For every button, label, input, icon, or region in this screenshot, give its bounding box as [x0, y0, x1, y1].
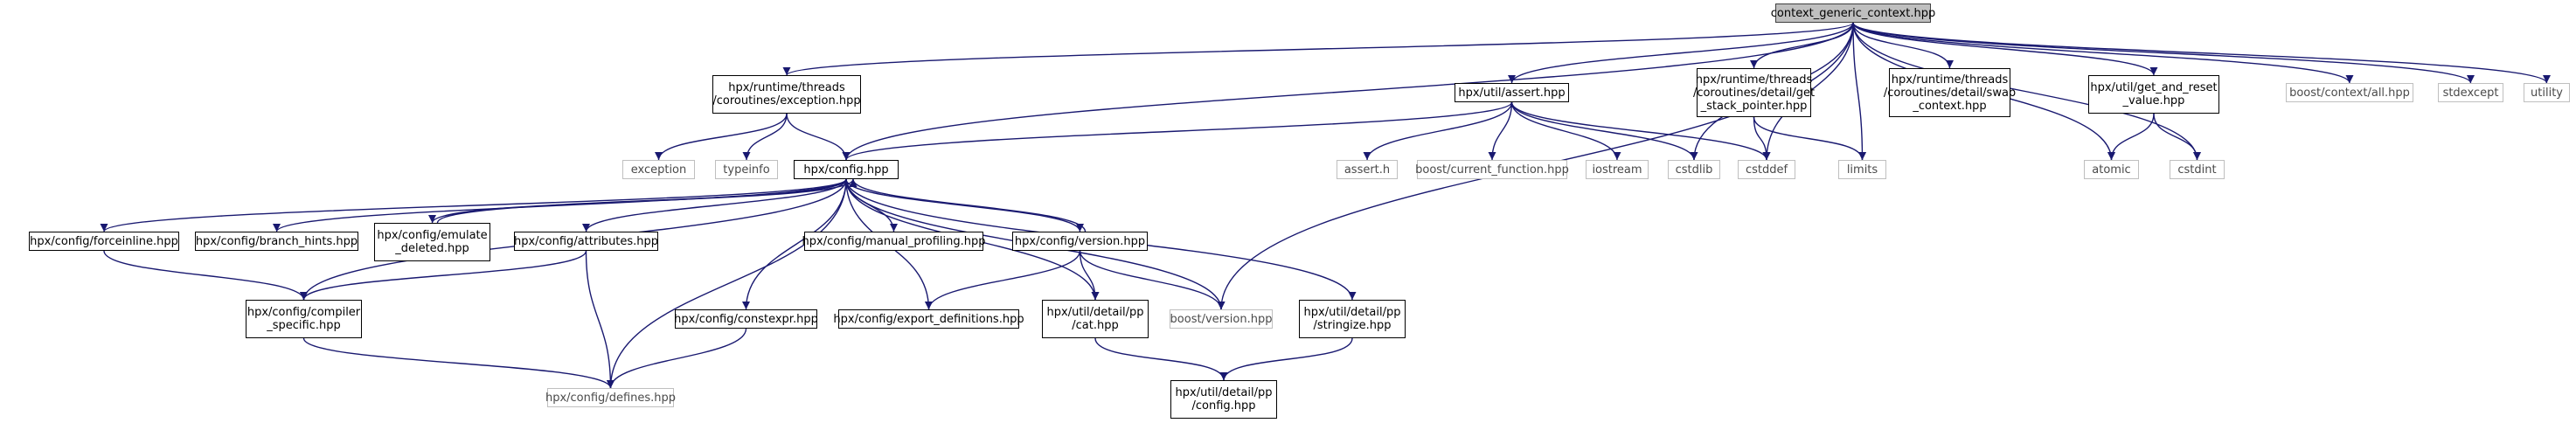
- edge-exc-to-typeinfo: [742, 113, 788, 161]
- edge-attrib-to-defines: [585, 250, 614, 389]
- edge-root-to-gsp: [1750, 22, 1854, 69]
- edge-root-to-bctx: [1852, 22, 2354, 84]
- graph-node-atomic: atomic: [2084, 160, 2139, 179]
- graph-node-hpx-util-detail-pp-cat-hpp[interactable]: hpx/util/detail/pp /cat.hpp: [1042, 300, 1149, 338]
- graph-node-hpx-util-assert-hpp[interactable]: hpx/util/assert.hpp: [1455, 83, 1569, 102]
- graph-node-hpx-runtime-threads-coroutines-detail-get-stack-pointer-hpp[interactable]: hpx/runtime/threads /coroutines/detail/g…: [1693, 68, 1815, 117]
- edge-assert-to-iostream: [1510, 101, 1621, 161]
- edge-version-to-exportdef: [925, 250, 1081, 310]
- edge-forceinline-to-compspec: [103, 250, 308, 301]
- edge-version-to-cat: [1079, 250, 1100, 301]
- graph-node-hpx-runtime-threads-coroutines-detail-swap-context-hpp[interactable]: hpx/runtime/threads /coroutines/detail/s…: [1884, 68, 2016, 117]
- edge-root-to-exc: [782, 22, 1854, 76]
- edge-assert-to-cstdlib: [1510, 101, 1698, 161]
- graph-node-typeinfo: typeinfo: [715, 160, 778, 179]
- graph-node-hpx-util-detail-pp-config-hpp[interactable]: hpx/util/detail/pp /config.hpp: [1170, 380, 1277, 419]
- edge-root-to-stdexc: [1852, 22, 2475, 84]
- graph-node-hpx-runtime-threads-coroutines-exception-hpp[interactable]: hpx/runtime/threads /coroutines/exceptio…: [712, 75, 861, 114]
- graph-node-hpx-config-constexpr-hpp[interactable]: hpx/config/constexpr.hpp: [674, 309, 818, 329]
- edge-root-to-garv: [1852, 22, 2158, 76]
- graph-node-utility: utility: [2524, 83, 2570, 102]
- graph-node-hpx-config-hpp[interactable]: hpx/config.hpp: [794, 160, 899, 179]
- graph-node-hpx-config-attributes-hpp[interactable]: hpx/config/attributes.hpp: [514, 232, 658, 251]
- edge-emulate-to-config: [436, 178, 858, 224]
- edge-garv-to-atomic: [2107, 113, 2155, 161]
- edge-assert-to-bcf: [1488, 101, 1513, 161]
- edge-version-to-config: [849, 178, 1087, 232]
- graph-node-hpx-config-branch-hints-hpp[interactable]: hpx/config/branch_hints.hpp: [195, 232, 358, 251]
- graph-node-hpx-config-emulate-deleted-hpp[interactable]: hpx/config/emulate _deleted.hpp: [374, 223, 490, 261]
- edge-attrib-to-compspec: [300, 250, 587, 301]
- edge-stringize-to-ppconfig: [1219, 337, 1353, 381]
- graph-node-hpx-config-forceinline-hpp[interactable]: hpx/config/forceinline.hpp: [29, 232, 179, 251]
- graph-node-hpx-util-get-and-reset-value-hpp[interactable]: hpx/util/get_and_reset _value.hpp: [2088, 75, 2219, 114]
- edge-gsp-to-cstddef: [1753, 116, 1771, 161]
- edge-root-to-cstdint: [1852, 22, 2201, 161]
- graph-node-hpx-config-version-hpp[interactable]: hpx/config/version.hpp: [1012, 232, 1148, 251]
- graph-node-hpx-config-manual-profiling-hpp[interactable]: hpx/config/manual_profiling.hpp: [802, 232, 985, 251]
- edge-assert-to-config: [842, 101, 1513, 161]
- edge-root-to-utility: [1852, 22, 2551, 84]
- graph-node-cstddef: cstddef: [1738, 160, 1795, 179]
- graph-node-iostream: iostream: [1586, 160, 1649, 179]
- graph-node-boost-context-all-hpp: boost/context/all.hpp: [2286, 83, 2413, 102]
- edge-config-to-attrib: [582, 178, 847, 232]
- edge-root-to-swap: [1852, 22, 1954, 69]
- graph-node-hpx-util-detail-pp-stringize-hpp[interactable]: hpx/util/detail/pp /stringize.hpp: [1299, 300, 1406, 338]
- edge-exc-to-exception: [655, 113, 788, 161]
- graph-node-exception: exception: [622, 160, 695, 179]
- graph-node-assert-h: assert.h: [1337, 160, 1398, 179]
- edge-exc-to-config: [786, 113, 851, 161]
- edge-gsp-to-limits: [1753, 116, 1866, 161]
- edge-root-to-limits: [1852, 22, 1866, 161]
- edge-constexpr-to-defines: [607, 328, 747, 389]
- graph-node-hpx-config-compiler-specific-hpp[interactable]: hpx/config/compiler _specific.hpp: [246, 300, 362, 338]
- edge-cat-to-ppconfig: [1094, 337, 1228, 381]
- edge-version-to-bversion: [1079, 250, 1226, 310]
- edge-config-to-version: [845, 178, 1084, 232]
- graph-node-context-generic-context-hpp: context_generic_context.hpp: [1771, 3, 1935, 23]
- graph-node-cstdlib: cstdlib: [1668, 160, 1720, 179]
- edge-assert-to-asserth: [1363, 101, 1513, 161]
- graph-node-hpx-config-defines-hpp: hpx/config/defines.hpp: [545, 388, 676, 407]
- edge-config-to-forceinline: [100, 178, 847, 232]
- edge-root-to-assert: [1508, 22, 1854, 84]
- edge-assert-to-cstddef: [1510, 101, 1771, 161]
- edge-config-to-defines: [607, 178, 847, 389]
- graph-node-boost-current-function-hpp: boost/current_function.hpp: [1415, 160, 1569, 179]
- edge-compspec-to-defines: [302, 337, 614, 389]
- graph-node-hpx-config-export-definitions-hpp[interactable]: hpx/config/export_definitions.hpp: [833, 309, 1024, 329]
- graph-node-stdexcept: stdexcept: [2438, 83, 2503, 102]
- graph-node-limits: limits: [1838, 160, 1886, 179]
- graph-node-boost-version-hpp: boost/version.hpp: [1170, 309, 1273, 329]
- graph-node-cstdint: cstdint: [2170, 160, 2225, 179]
- edge-root-to-config: [842, 22, 1854, 161]
- edge-garv-to-cstdint: [2153, 113, 2201, 161]
